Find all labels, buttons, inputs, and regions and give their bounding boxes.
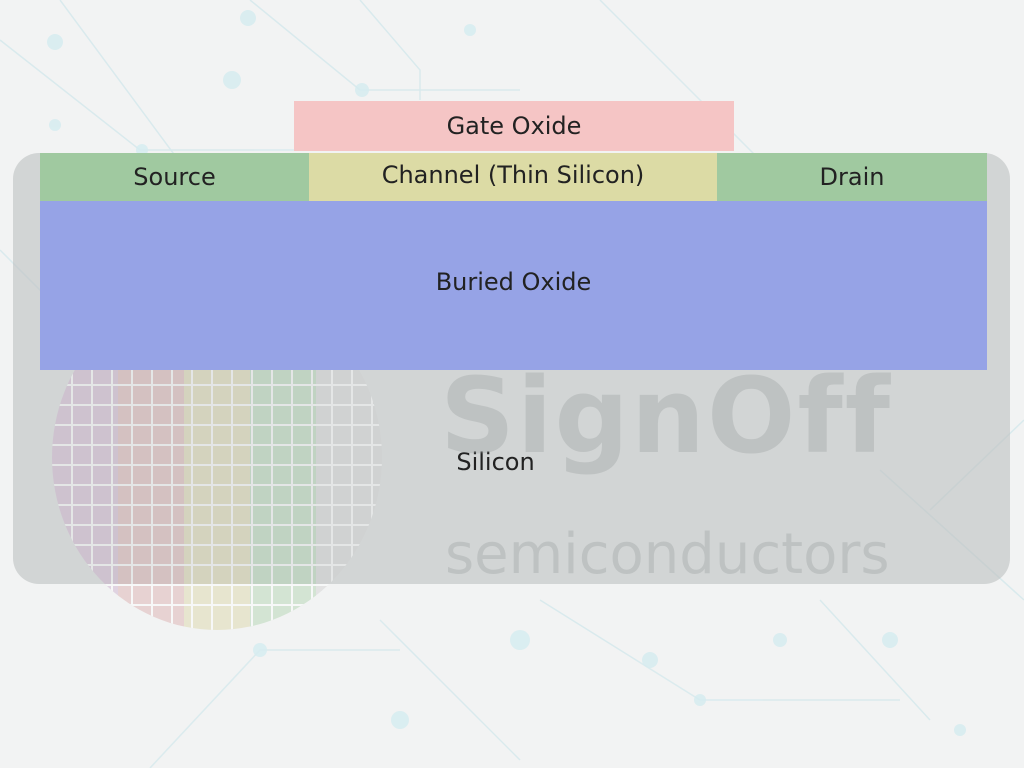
gate-oxide-label: Gate Oxide [446,112,582,140]
source-label: Source [133,163,216,191]
drain-region: Drain [717,153,987,201]
drain-label: Drain [819,163,885,191]
buried-oxide-label: Buried Oxide [435,268,592,296]
channel-label: Channel (Thin Silicon) [381,161,645,189]
source-region: Source [40,153,309,201]
gate-oxide-layer: Gate Oxide [294,101,734,151]
channel-region: Channel (Thin Silicon) [309,153,717,201]
buried-oxide-layer: Buried Oxide [40,201,987,370]
watermark-subtitle: semiconductors [445,522,890,587]
watermark-brand: SignOff [440,355,892,477]
silicon-label: Silicon [456,448,535,476]
